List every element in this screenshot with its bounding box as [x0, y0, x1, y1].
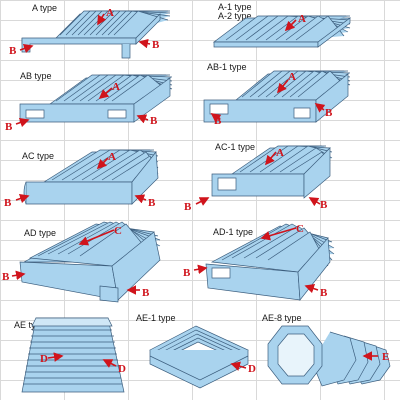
label-a-type: A type — [32, 3, 58, 13]
ab1-type-cover — [203, 70, 351, 123]
label-ae-type: AE type — [14, 320, 46, 330]
ad-type-cover — [19, 221, 161, 303]
label-ac1-type: AC-1 type — [215, 142, 256, 152]
label-ad-type: AD type — [24, 228, 57, 238]
a-type-cover — [21, 10, 171, 59]
marker-b-14: B — [320, 287, 328, 299]
label-ab-type: AB type — [20, 71, 52, 81]
ae-type-cover — [21, 317, 125, 393]
marker-b-10: B — [320, 199, 328, 211]
marker-b-9: B — [184, 201, 192, 213]
ae1-type-cover — [149, 325, 249, 389]
marker-b-5: B — [214, 115, 222, 127]
marker-b-4: B — [150, 115, 158, 127]
marker-a-5: A — [108, 151, 116, 163]
marker-a-2: A — [298, 13, 306, 25]
label-ad1-type: AD-1 type — [213, 227, 254, 237]
label-a1-type: A-1 type — [218, 2, 252, 12]
a1-a2-type-cover — [212, 15, 352, 48]
marker-b-11: B — [2, 271, 10, 283]
marker-b-13: B — [183, 267, 191, 279]
label-ac-type: AC type — [22, 151, 55, 161]
label-ae8-type: AE-8 type — [262, 313, 302, 323]
marker-a-4: A — [288, 71, 296, 83]
direction-arrows — [11, 13, 378, 371]
label-ae1-type: AE-1 type — [136, 313, 176, 323]
marker-a-1: A — [106, 7, 114, 19]
marker-d-1: D — [40, 353, 48, 365]
marker-b-7: B — [4, 197, 12, 209]
ae8-type-cover — [267, 325, 391, 387]
label-a2-type: A-2 type — [218, 11, 252, 21]
ac-type-cover — [23, 149, 159, 205]
marker-c-1: C — [114, 225, 122, 237]
ac1-type-cover — [211, 145, 333, 199]
ad1-type-cover — [205, 223, 335, 301]
marker-b-12: B — [142, 287, 150, 299]
marker-c-2: C — [296, 223, 304, 235]
marker-b-2: B — [152, 39, 160, 51]
marker-b-1: B — [9, 45, 17, 57]
marker-b-6: B — [325, 107, 333, 119]
marker-a-3: A — [112, 81, 120, 93]
marker-d-2: D — [118, 363, 126, 375]
marker-b-3: B — [5, 121, 13, 133]
marker-e-1: E — [382, 351, 389, 363]
marker-d-3: D — [248, 363, 256, 375]
marker-a-6: A — [276, 147, 284, 159]
label-ab1-type: AB-1 type — [207, 62, 247, 72]
marker-b-8: B — [148, 197, 156, 209]
